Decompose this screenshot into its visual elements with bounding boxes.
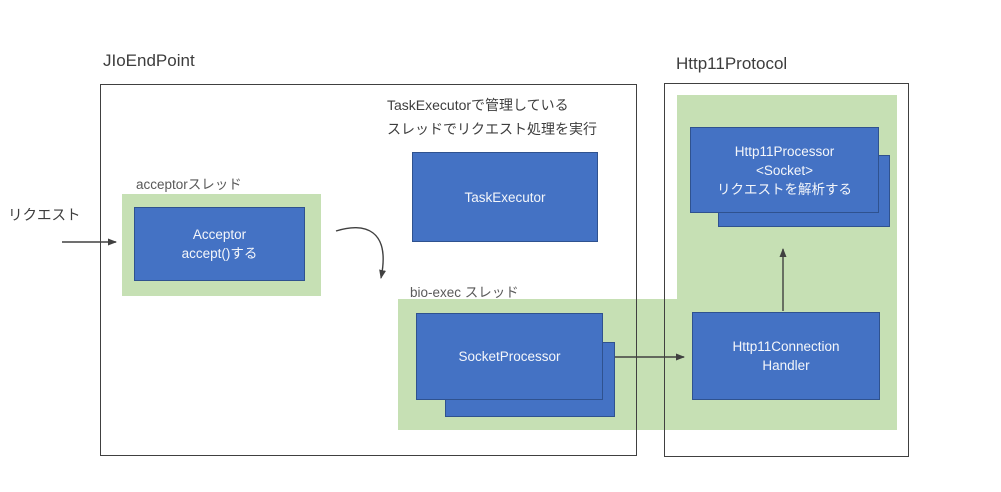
http11processor-box-line1: Http11Processor [734, 143, 835, 159]
http11protocol-title: Http11Protocol [676, 54, 788, 73]
request-label: リクエスト [8, 208, 81, 224]
http11processor-box: Http11Processor <Socket> リクエストを解析する [690, 127, 879, 213]
http11processor-box-line3: リクエストを解析する [717, 181, 852, 197]
task-executor-box-label: TaskExecutor [464, 189, 546, 205]
http11connectionhandler-box-line2: Handler [762, 358, 810, 373]
http11connectionhandler-box: Http11Connection Handler [692, 312, 880, 400]
http11protocol-container-box [664, 83, 909, 457]
http11processor-box-line2: <Socket> [755, 162, 814, 178]
task-executor-note-line1: TaskExecutorで管理している [387, 97, 569, 113]
socket-processor-box: SocketProcessor [416, 313, 603, 400]
acceptor-box-line1: Acceptor [192, 227, 247, 242]
bioexec-thread-group-label: bio-exec スレッド [410, 285, 519, 300]
task-executor-box: TaskExecutor [412, 152, 598, 242]
jioendpoint-container-box [100, 84, 637, 456]
socket-processor-box-label: SocketProcessor [458, 349, 561, 364]
task-executor-note: TaskExecutorで管理している スレッドでリクエスト処理を実行 [387, 93, 597, 141]
acceptor-box: Acceptor accept()する [134, 207, 305, 281]
http11connectionhandler-box-line1: Http11Connection [732, 339, 840, 354]
task-executor-note-line2: スレッドでリクエスト処理を実行 [387, 121, 597, 137]
acceptor-box-line2: accept()する [181, 246, 258, 261]
acceptor-thread-group-label: acceptorスレッド [136, 177, 242, 192]
jioendpoint-title: JIoEndPoint [103, 51, 195, 70]
